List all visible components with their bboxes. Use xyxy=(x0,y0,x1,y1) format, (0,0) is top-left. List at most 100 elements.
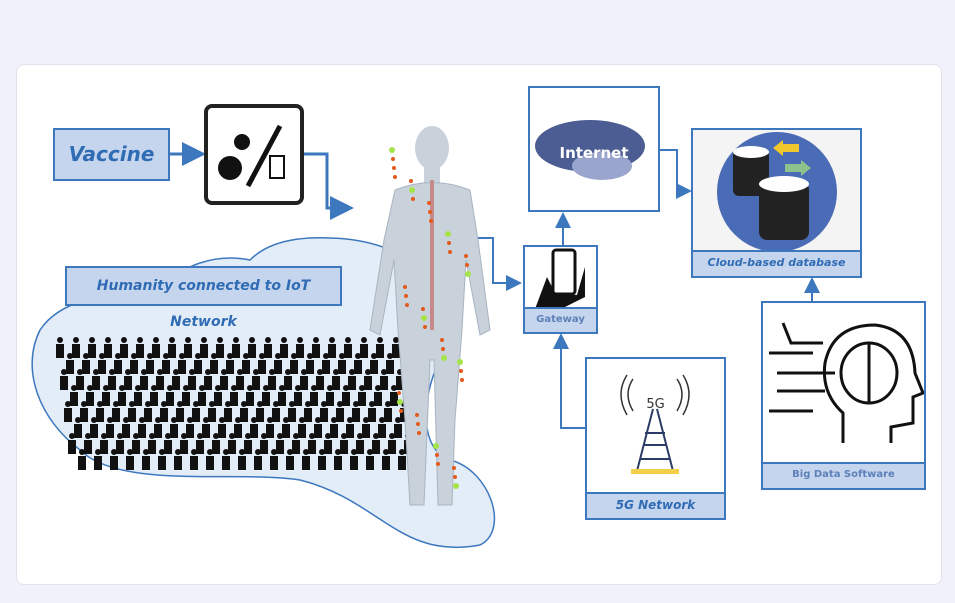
person-figure xyxy=(158,449,166,470)
person-figure xyxy=(284,369,292,390)
sensor-dot xyxy=(460,378,464,382)
person-figure xyxy=(110,449,118,470)
sensor-dot xyxy=(389,147,395,153)
person-figure xyxy=(150,385,158,406)
sensor-dot xyxy=(448,250,452,254)
person-figure xyxy=(230,385,238,406)
person-figure xyxy=(174,449,182,470)
person-figure xyxy=(250,417,258,438)
person-figure xyxy=(122,417,130,438)
person-figure xyxy=(162,353,170,374)
person-figure xyxy=(64,401,72,422)
person-figure xyxy=(202,417,210,438)
person-figure xyxy=(216,337,224,358)
person-figure xyxy=(228,433,236,454)
person-figure xyxy=(268,369,276,390)
person-figure xyxy=(254,449,262,470)
internet-box: Internet xyxy=(528,86,660,212)
person-figure xyxy=(144,401,152,422)
person-figure xyxy=(302,449,310,470)
humanity-label: Humanity connected to IoT Network xyxy=(96,278,311,330)
person-figure xyxy=(306,353,314,374)
person-figure xyxy=(342,385,350,406)
person-figure xyxy=(322,353,330,374)
5g-network-box: 5G 5G Network xyxy=(585,357,726,520)
person-figure xyxy=(164,433,172,454)
person-figure xyxy=(376,337,384,358)
person-figure xyxy=(196,433,204,454)
person-figure xyxy=(112,401,120,422)
person-figure xyxy=(178,353,186,374)
person-figure xyxy=(192,401,200,422)
vaccine-label: Vaccine xyxy=(68,142,155,166)
person-figure xyxy=(348,369,356,390)
person-figure xyxy=(358,385,366,406)
person-figure xyxy=(56,337,64,358)
sensor-dot xyxy=(452,466,456,470)
sensor-dot xyxy=(399,409,403,413)
person-figure xyxy=(146,353,154,374)
person-figure xyxy=(380,369,388,390)
person-figure xyxy=(330,417,338,438)
sensor-dot xyxy=(405,303,409,307)
person-figure xyxy=(266,417,274,438)
5g-tower-icon xyxy=(620,374,690,474)
big-data-box: Big Data Software xyxy=(761,301,926,490)
person-figure xyxy=(96,401,104,422)
person-figure xyxy=(352,401,360,422)
person-figure xyxy=(136,337,144,358)
person-figure xyxy=(166,385,174,406)
person-figure xyxy=(310,385,318,406)
person-figure xyxy=(366,449,374,470)
sensor-dot xyxy=(392,166,396,170)
person-figure xyxy=(260,433,268,454)
person-figure xyxy=(78,449,86,470)
person-figure xyxy=(60,369,68,390)
person-figure xyxy=(214,385,222,406)
person-figure xyxy=(118,385,126,406)
person-figure xyxy=(264,337,272,358)
person-figure xyxy=(364,369,372,390)
person-figure xyxy=(90,417,98,438)
person-figure xyxy=(338,353,346,374)
person-figure xyxy=(188,369,196,390)
sensor-dot xyxy=(391,157,395,161)
person-figure xyxy=(98,353,106,374)
person-figure xyxy=(220,369,228,390)
person-figure xyxy=(240,401,248,422)
person-figure xyxy=(374,385,382,406)
person-figure xyxy=(378,417,386,438)
person-figure xyxy=(272,401,280,422)
person-figure xyxy=(350,449,358,470)
sensor-dot xyxy=(404,294,408,298)
person-figure xyxy=(334,449,342,470)
person-figure xyxy=(88,337,96,358)
person-figure xyxy=(152,337,160,358)
person-figure xyxy=(160,401,168,422)
person-figure xyxy=(148,433,156,454)
person-figure xyxy=(252,369,260,390)
person-figure xyxy=(280,337,288,358)
person-figure xyxy=(394,417,402,438)
person-figure xyxy=(292,433,300,454)
person-figure xyxy=(172,369,180,390)
person-figure xyxy=(68,433,76,454)
sensor-dot xyxy=(435,453,439,457)
person-figure xyxy=(226,353,234,374)
sensor-dot xyxy=(427,201,431,205)
person-figure xyxy=(92,369,100,390)
person-figure xyxy=(232,337,240,358)
gateway-label: Gateway xyxy=(525,307,596,332)
person-figure xyxy=(176,401,184,422)
person-figure xyxy=(294,385,302,406)
person-figure xyxy=(76,369,84,390)
gateway-box: Gateway xyxy=(523,245,598,334)
sensor-dot xyxy=(397,399,403,405)
sensor-dot xyxy=(441,355,447,361)
person-figure xyxy=(182,385,190,406)
person-figure xyxy=(134,385,142,406)
person-figure xyxy=(82,353,90,374)
person-figure xyxy=(316,369,324,390)
person-figure xyxy=(180,433,188,454)
